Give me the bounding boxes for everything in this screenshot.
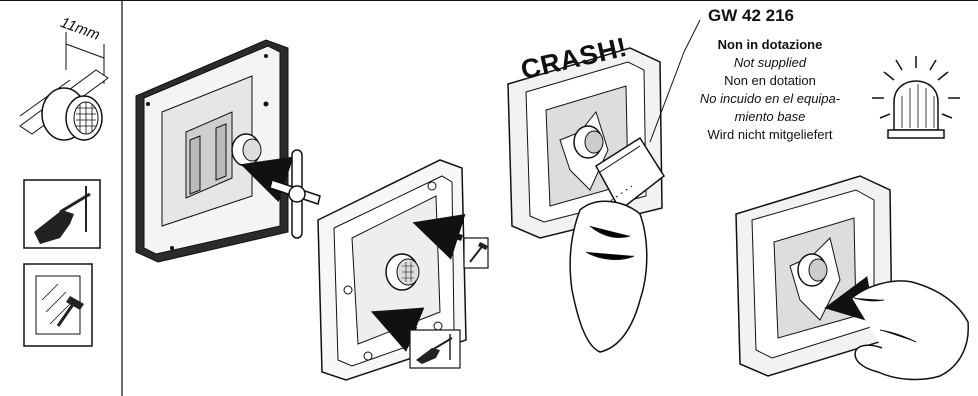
hand-tool-icon <box>410 330 460 368</box>
note-italian: Non in dotazione <box>672 36 868 54</box>
note-english: Not supplied <box>672 54 868 72</box>
note-spanish-1: No incuido en el equipa- <box>672 90 868 108</box>
rail-clip-icon <box>20 32 108 140</box>
product-code: GW 42 216 <box>708 6 828 26</box>
glass-hammer-icon <box>24 264 92 346</box>
hand-tool-icon <box>24 180 100 248</box>
hand-holding-hammer <box>570 201 647 352</box>
note-spanish-2: miento base <box>672 108 868 126</box>
alarm-beacon-icon <box>872 56 960 138</box>
note-german: Wird nicht mitgeliefert <box>672 126 868 144</box>
glass-hammer-icon <box>464 238 488 268</box>
back-frame <box>136 40 288 262</box>
not-supplied-notes: Non in dotazione Not supplied Non en dot… <box>672 36 868 144</box>
note-french: Non en dotation <box>672 72 868 90</box>
